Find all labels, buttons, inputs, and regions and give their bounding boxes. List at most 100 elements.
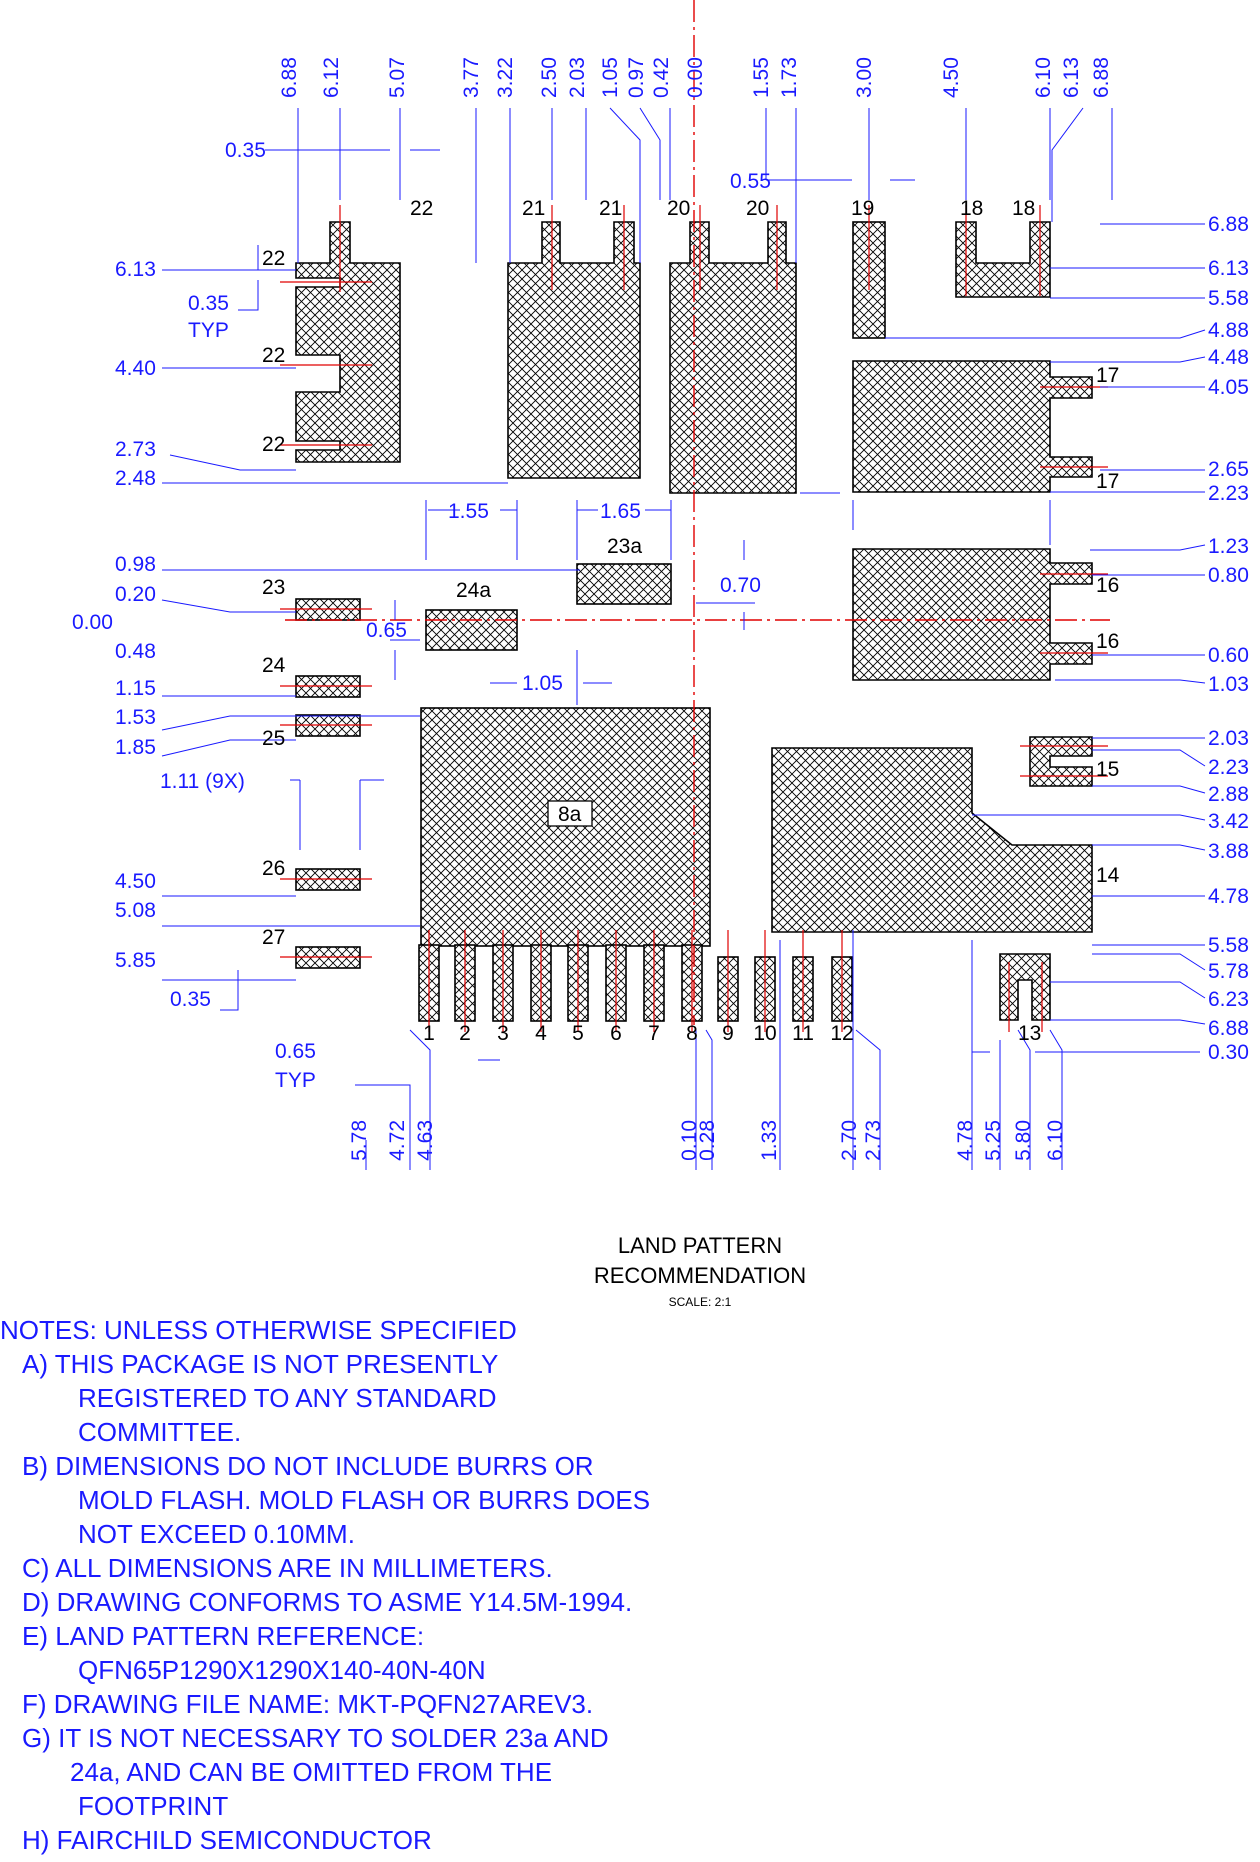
- note-line: B) DIMENSIONS DO NOT INCLUDE BURRS OR: [22, 1451, 594, 1481]
- note-line: A) THIS PACKAGE IS NOT PRESENTLY: [22, 1349, 498, 1379]
- bottom-pad-label: 11: [792, 1022, 814, 1045]
- right-dim: 3.42: [1208, 810, 1249, 833]
- note-line: FOOTPRINT: [78, 1791, 228, 1821]
- drawing-title: LAND PATTERN RECOMMENDATION SCALE: 2:1: [594, 1233, 806, 1309]
- dim-typ: TYP: [188, 319, 229, 342]
- dim-065: 0.65: [366, 619, 407, 642]
- dim-070: 0.70: [720, 574, 761, 597]
- left-dim: 1.53: [115, 706, 156, 729]
- note-line: QFN65P1290X1290X140-40N-40N: [78, 1655, 486, 1685]
- bottom-pad-label: 7: [648, 1022, 660, 1045]
- right-dim: 1.03: [1208, 673, 1249, 696]
- bottom-dim: 1.33: [758, 1120, 781, 1161]
- left-dim: 0.98: [115, 553, 156, 576]
- right-dim: 0.30: [1208, 1041, 1249, 1064]
- right-dim: 0.80: [1208, 564, 1249, 587]
- right-dim: 6.23: [1208, 988, 1249, 1011]
- pad-label: 21: [599, 197, 622, 220]
- bottom-dim: 4.72: [386, 1120, 409, 1161]
- note-line: COMMITTEE.: [78, 1417, 241, 1447]
- notes: NOTES: UNLESS OTHERWISE SPECIFIED A) THI…: [0, 1315, 650, 1855]
- pad-8a: [420, 707, 711, 947]
- bottom-dim: 5.78: [348, 1120, 371, 1161]
- bottom-pad-label: 9: [722, 1022, 734, 1045]
- pad-label: 17: [1096, 364, 1119, 387]
- left-dim: 5.08: [115, 899, 156, 922]
- left-dim: 6.13: [115, 258, 156, 281]
- right-dim: 2.88: [1208, 783, 1249, 806]
- right-dim: 6.88: [1208, 213, 1249, 236]
- right-dim: 3.88: [1208, 840, 1249, 863]
- bottom-pad-label: 3: [497, 1022, 509, 1045]
- top-dim: 4.50: [940, 57, 963, 98]
- bottom-dim: 2.70: [838, 1120, 861, 1161]
- left-dim: 0.00: [72, 611, 113, 634]
- pad-label: 14: [1096, 864, 1120, 887]
- right-dim: 4.88: [1208, 319, 1249, 342]
- pad-label: 24a: [456, 579, 491, 602]
- left-dim: 4.40: [115, 357, 156, 380]
- pad-label: 24: [262, 654, 286, 677]
- title-line-1: LAND PATTERN: [618, 1233, 782, 1258]
- left-dim: 1.85: [115, 736, 156, 759]
- top-dim: 6.10: [1032, 57, 1055, 98]
- left-dim: 5.85: [115, 949, 156, 972]
- pad-label: 23a: [607, 535, 642, 558]
- right-dim: 2.03: [1208, 727, 1249, 750]
- pad-17: [852, 360, 1093, 493]
- pad-16: [852, 548, 1093, 681]
- top-dim: 0.42: [650, 57, 673, 98]
- pad-label: 20: [746, 197, 769, 220]
- left-dim: 1.15: [115, 677, 156, 700]
- pad-label: 27: [262, 926, 285, 949]
- pad-14: [771, 747, 1093, 933]
- note-line: REGISTERED TO ANY STANDARD: [78, 1383, 497, 1413]
- pad-center-marks: [280, 205, 1108, 1032]
- top-dim: 3.00: [853, 57, 876, 98]
- pad-label: 18: [960, 197, 983, 220]
- note-line: D) DRAWING CONFORMS TO ASME Y14.5M-1994.: [22, 1587, 632, 1617]
- pad-label: 13: [1018, 1022, 1041, 1045]
- pad-label: 22: [262, 344, 285, 367]
- pad-20: [669, 221, 797, 494]
- right-dim: 5.78: [1208, 960, 1249, 983]
- dim-065-typ: 0.65: [275, 1040, 316, 1063]
- left-dim: 2.73: [115, 438, 156, 461]
- pads: [295, 221, 1093, 1021]
- pad-label: 22: [262, 433, 285, 456]
- pad-label: 22: [262, 247, 285, 270]
- top-dim: 2.50: [538, 57, 561, 98]
- left-dimensions: 6.13 4.40 2.73 2.48 0.98 0.20 0.00 0.48 …: [72, 258, 156, 972]
- bottom-pad-label: 5: [572, 1022, 584, 1045]
- top-dim: 0.97: [625, 57, 648, 98]
- top-dim: 5.07: [386, 57, 409, 98]
- right-dim: 5.58: [1208, 934, 1249, 957]
- pad-18: [955, 221, 1051, 298]
- top-dim: 1.73: [778, 57, 801, 98]
- right-dim: 1.23: [1208, 535, 1249, 558]
- note-line: E) LAND PATTERN REFERENCE:: [22, 1621, 424, 1651]
- pad-label: 18: [1012, 197, 1035, 220]
- right-dim: 4.05: [1208, 376, 1249, 399]
- dim-105: 1.05: [522, 672, 563, 695]
- note-line: 24a, AND CAN BE OMITTED FROM THE: [70, 1757, 552, 1787]
- right-dim: 6.13: [1208, 257, 1249, 280]
- pad-label: 15: [1096, 758, 1119, 781]
- bottom-pad-label: 1: [423, 1022, 435, 1045]
- top-dim: 0.00: [684, 57, 707, 98]
- bottom-pads: [418, 930, 853, 1032]
- top-dim: 6.13: [1060, 57, 1083, 98]
- right-dimensions: 6.88 6.13 5.58 4.88 4.48 4.05 2.65 2.23 …: [1208, 213, 1249, 1064]
- right-dim: 4.78: [1208, 885, 1249, 908]
- top-dim: 1.55: [750, 57, 773, 98]
- top-dim: 1.05: [599, 57, 622, 98]
- pad-21: [507, 221, 641, 479]
- bottom-dim: 0.10: [678, 1120, 701, 1161]
- dim-typ2: TYP: [275, 1069, 316, 1092]
- dim-155: 1.55: [448, 500, 489, 523]
- top-dim: 2.03: [566, 57, 589, 98]
- bottom-dim: 5.80: [1012, 1120, 1035, 1161]
- top-dim: 3.22: [494, 57, 517, 98]
- bottom-pad-label: 12: [830, 1022, 853, 1045]
